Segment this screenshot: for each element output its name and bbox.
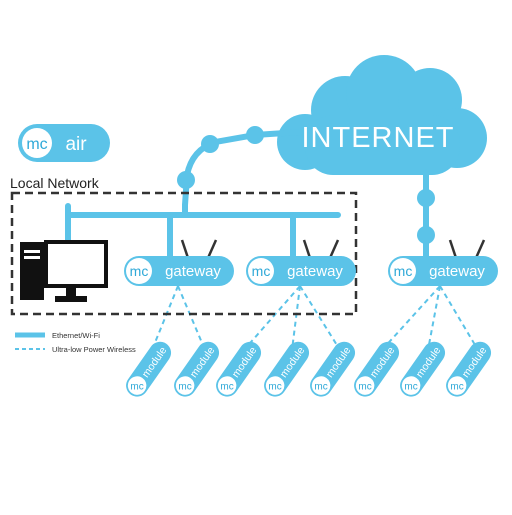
link-nodes <box>177 126 435 244</box>
gateway-2: mc gateway <box>246 239 356 286</box>
local-network-label: Local Network <box>10 175 100 191</box>
internet-cloud: INTERNET <box>277 55 487 175</box>
gateway-1: mc gateway <box>124 239 234 286</box>
legend-wireless-label: Ultra-low Power Wireless <box>52 345 136 354</box>
module-7-logo: mc <box>404 382 417 393</box>
module-2-logo: mc <box>178 382 191 393</box>
gateway-1-logo: mc <box>130 263 149 279</box>
mc-air-label: air <box>65 134 87 155</box>
local-network-box <box>10 191 358 316</box>
gateway-2-logo: mc <box>252 263 271 279</box>
gateway-2-label: gateway <box>287 263 343 280</box>
gateway-3-logo: mc <box>394 263 413 279</box>
module-group: mcmodulemcmodulemcmodulemcmodulemcmodule… <box>126 341 492 397</box>
module-1-logo: mc <box>130 382 143 393</box>
mc-air-badge: mc air <box>18 124 110 162</box>
internet-label: INTERNET <box>302 122 455 154</box>
module-8-logo: mc <box>450 382 463 393</box>
legend-ethernet-label: Ethernet/Wi-Fi <box>52 331 100 340</box>
legend: Ethernet/Wi-Fi Ultra-low Power Wireless <box>15 331 136 354</box>
mc-air-logo: mc <box>26 136 47 153</box>
gateway-1-label: gateway <box>165 263 221 280</box>
module-6-logo: mc <box>358 382 371 393</box>
module-3-logo: mc <box>220 382 233 393</box>
gateway-3: mc gateway <box>388 239 498 286</box>
wireless-links <box>151 285 479 351</box>
module-5-logo: mc <box>314 382 327 393</box>
computer-icon <box>20 240 108 302</box>
gateway-3-label: gateway <box>429 263 485 280</box>
module-4-logo: mc <box>268 382 281 393</box>
